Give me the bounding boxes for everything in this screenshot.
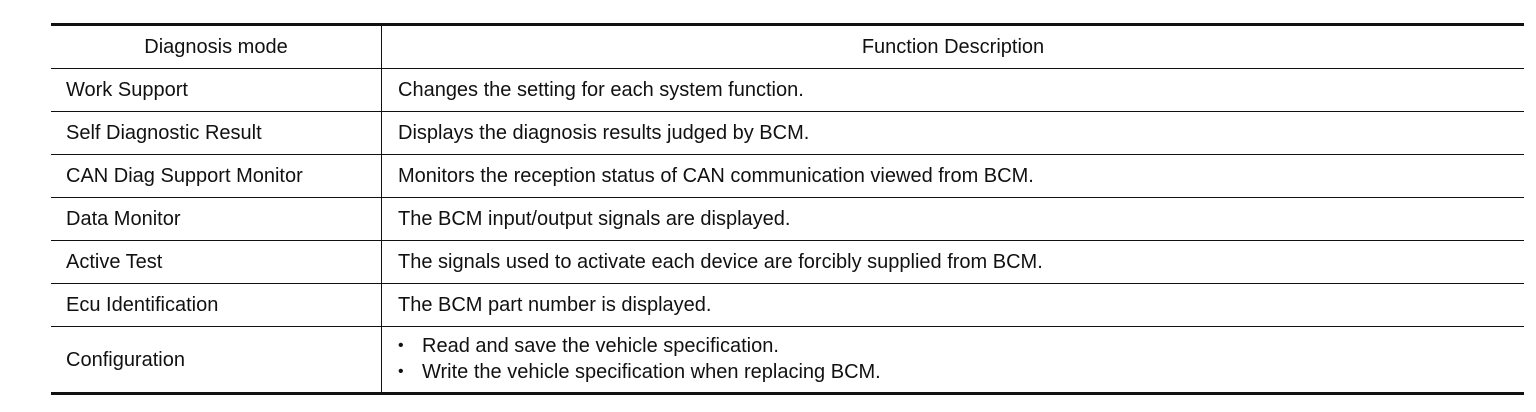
description-cell: The BCM part number is displayed. [381, 283, 1524, 327]
diagnosis-mode-table-wrapper: Diagnosis mode Function Description Work… [51, 23, 1524, 395]
bullet-item: Write the vehicle specification when rep… [398, 359, 1509, 385]
table-row: Configuration Read and save the vehicle … [51, 326, 1524, 394]
mode-cell: Work Support [51, 68, 382, 112]
table-row: Ecu Identification The BCM part number i… [51, 283, 1524, 327]
description-cell: Monitors the reception status of CAN com… [381, 154, 1524, 198]
mode-cell: Ecu Identification [51, 283, 382, 327]
mode-cell: Data Monitor [51, 197, 382, 241]
header-function-description: Function Description [381, 24, 1524, 69]
table-row: CAN Diag Support Monitor Monitors the re… [51, 154, 1524, 198]
header-diagnosis-mode: Diagnosis mode [51, 24, 382, 69]
description-cell: The signals used to activate each device… [381, 240, 1524, 284]
mode-cell: Self Diagnostic Result [51, 111, 382, 155]
table-row: Work Support Changes the setting for eac… [51, 68, 1524, 112]
bullet-item: Read and save the vehicle specification. [398, 333, 1509, 359]
description-cell: The BCM input/output signals are display… [381, 197, 1524, 241]
diagnosis-mode-table: Diagnosis mode Function Description Work… [51, 23, 1524, 395]
description-cell: Read and save the vehicle specification.… [381, 326, 1524, 394]
table-row: Self Diagnostic Result Displays the diag… [51, 111, 1524, 155]
mode-cell: CAN Diag Support Monitor [51, 154, 382, 198]
table-row: Data Monitor The BCM input/output signal… [51, 197, 1524, 241]
mode-cell: Configuration [51, 326, 382, 394]
description-cell: Displays the diagnosis results judged by… [381, 111, 1524, 155]
table-header-row: Diagnosis mode Function Description [51, 24, 1524, 69]
bullet-list: Read and save the vehicle specification.… [398, 327, 1509, 392]
table-row: Active Test The signals used to activate… [51, 240, 1524, 284]
mode-cell: Active Test [51, 240, 382, 284]
description-cell: Changes the setting for each system func… [381, 68, 1524, 112]
